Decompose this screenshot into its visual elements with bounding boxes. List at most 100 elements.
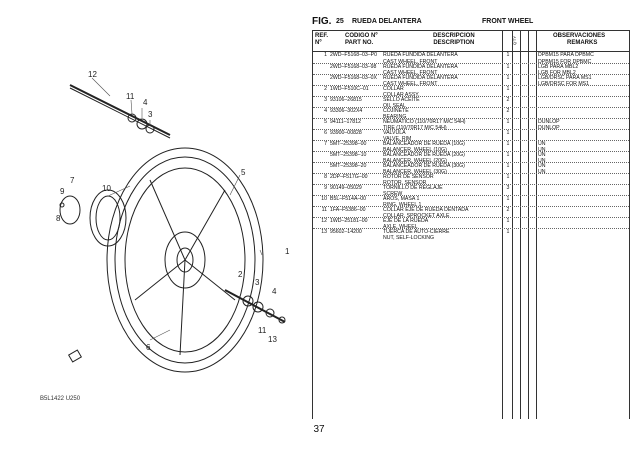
row-qty: 2 <box>506 108 510 114</box>
row-remarks: DPBM15 PARA DPBMC <box>538 52 594 58</box>
table-row: AXLE, WHEEL <box>313 224 629 231</box>
row-code: 1WD–25181–00 <box>330 218 368 224</box>
row-qty: 1 <box>506 196 510 202</box>
row-desc: ROTOR DE SENSOR <box>383 174 434 180</box>
col-divider <box>512 31 513 419</box>
table-row: COLLAR ASSY. <box>313 92 629 99</box>
exploded-parts-diagram: 12 11 4 3 7 9 10 8 5 1 2 3 4 11 13 6 B5L… <box>0 0 310 451</box>
row-qty: 1 <box>506 141 510 147</box>
row-desc: RUEDA FUNDIDA DELANTERA <box>383 52 458 58</box>
col-divider <box>536 31 537 419</box>
row-desc: AXLE, WHEEL <box>383 223 418 230</box>
row-qty: 2 <box>506 97 510 103</box>
row-ref: 8 <box>324 174 327 180</box>
col-qty: Q'TY <box>512 36 517 46</box>
row-ref: 9 <box>324 185 327 191</box>
table-row: CAST WHEEL, FRONT DPBM15 FOR DPBMC <box>313 59 629 66</box>
page-number: 37 <box>313 424 325 435</box>
callout-3b: 3 <box>255 278 260 287</box>
row-ref: 13 <box>321 229 327 235</box>
row-remarks: LGB FOR MBL2 <box>538 69 576 76</box>
row-remarks: UN <box>538 146 546 153</box>
fig-number: 25 <box>336 18 344 25</box>
figure-header: FIG. 25 RUEDA DELANTERA FRONT WHEEL <box>312 16 628 28</box>
callout-10: 10 <box>102 184 111 193</box>
row-code: 2DP–F517G–00 <box>330 174 368 180</box>
col-divider <box>520 31 521 419</box>
table-row: COLLAR, SPROCKET AXLE <box>313 213 629 220</box>
callout-5: 5 <box>241 168 246 177</box>
row-qty: 1 <box>506 174 510 180</box>
row-code: B5L–F514A–00 <box>330 196 367 202</box>
table-row: RING, WHEEL 1 <box>313 202 629 209</box>
row-desc: TUERCA DE AUTO-CIERRE <box>383 229 450 235</box>
row-remarks: UN <box>538 141 546 147</box>
row-desc: RUEDA FUNDIDA DELANTERA <box>383 75 458 81</box>
row-qty: 1 <box>506 229 510 235</box>
row-remarks: UN <box>538 157 546 164</box>
row-desc: AROS, MASA 1 <box>383 196 420 202</box>
row-remarks: DPBM15 FOR DPBMC <box>538 58 592 65</box>
callout-12: 12 <box>88 70 97 79</box>
callout-4: 4 <box>143 98 148 107</box>
row-ref: 7 <box>324 141 327 147</box>
fig-label: FIG. <box>312 16 332 27</box>
row-desc: VALVE, RIM <box>383 135 412 142</box>
row-qty: 1 <box>506 75 510 81</box>
table-row: ROTOR, SENSOR <box>313 180 629 187</box>
row-remarks: DUNLOP <box>538 124 560 131</box>
row-desc: CAST WHEEL, FRONT <box>383 58 438 65</box>
row-qty: 1 <box>506 86 510 92</box>
row-code: 5MT–25398–00 <box>330 141 367 147</box>
table-row: TIRE (110/70R17 M/C 54H) DUNLOP <box>313 125 629 132</box>
row-desc: TIRE (110/70R17 M/C 54H) <box>383 124 447 131</box>
row-qty: 3 <box>506 185 510 191</box>
row-qty: 1 <box>506 218 510 224</box>
row-desc: COLLAR ASSY. <box>383 91 420 98</box>
row-desc: VALVULA <box>383 130 406 136</box>
row-desc: BALANCEADOR DE RUEDA (10G) <box>383 141 465 147</box>
title-english: FRONT WHEEL <box>482 18 534 25</box>
row-code: 5MT–25398–20 <box>330 163 367 169</box>
row-code: 1WD–F510C–01 <box>330 86 369 92</box>
row-code: 1FA–F5386–00 <box>330 207 366 213</box>
row-desc: CAST WHEEL, FRONT <box>383 69 438 76</box>
table-row: OIL SEAL <box>313 103 629 110</box>
front-wheel-drawing <box>59 77 286 373</box>
callout-11b: 11 <box>258 326 267 335</box>
row-qty: 1 <box>506 119 510 125</box>
row-code: 95602–14200 <box>330 229 362 235</box>
callout-3: 3 <box>148 110 153 119</box>
row-desc: ROTOR, SENSOR <box>383 179 427 186</box>
row-desc: BALANCER, WHEEL (20G) <box>383 157 447 164</box>
row-desc: COLLAR, SPROCKET AXLE <box>383 212 450 219</box>
col-divider <box>502 31 503 419</box>
row-desc: CAST WHEEL, FRONT <box>383 80 438 87</box>
row-desc: COLLAR EJE DE RUEDA DENTADA <box>383 207 469 213</box>
row-ref: 10 <box>321 196 327 202</box>
table-row: BALANCER, WHEEL (10G)UN <box>313 147 629 154</box>
row-qty: 2 <box>506 207 510 213</box>
callout-2: 2 <box>238 270 243 279</box>
row-remarks: DUNLOP <box>538 119 560 125</box>
callout-1: 1 <box>285 247 290 256</box>
row-code: 2WD–F5168–03–P0 <box>330 52 378 58</box>
row-qty: 1 <box>506 130 510 136</box>
